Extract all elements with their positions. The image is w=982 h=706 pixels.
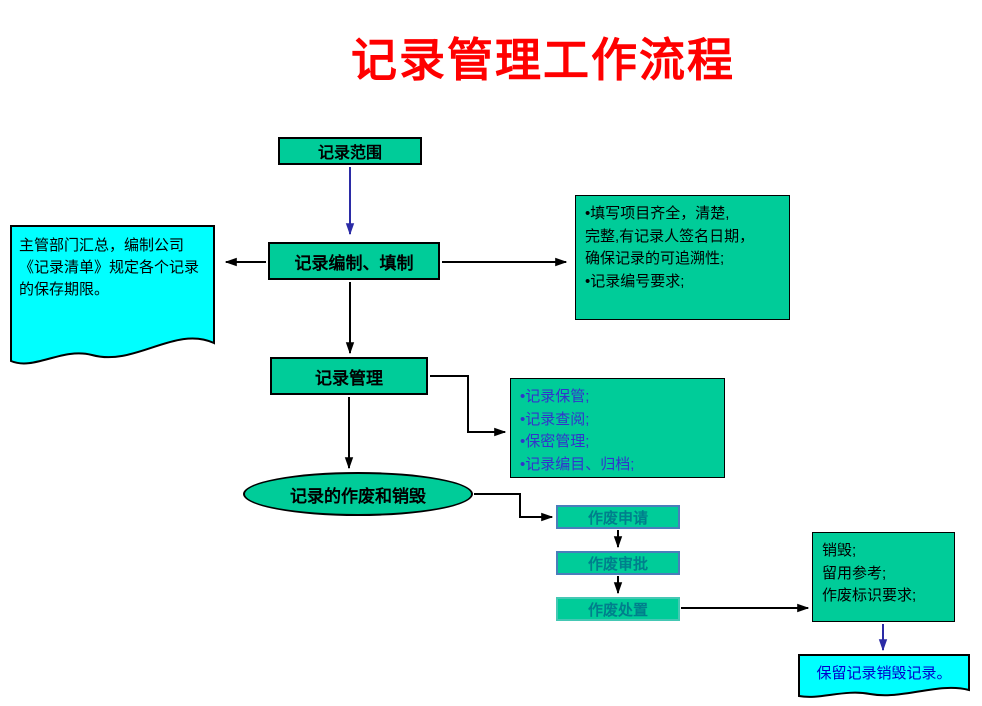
document-shape	[10, 225, 215, 365]
note-manage-items: •记录保管; •记录查阅; •保密管理; •记录编目、归档;	[510, 378, 725, 478]
document-summary-note: 主管部门汇总，编制公司《记录清单》规定各个记录的保存期限。	[10, 225, 215, 377]
arrow-destroy-to-apply	[474, 493, 554, 522]
node-record-scope: 记录范围	[278, 137, 422, 165]
node-record-compile: 记录编制、填制	[268, 242, 440, 280]
node-invalid-apply: 作废申请	[556, 505, 680, 529]
note-destroy-requirements: 销毁; 留用参考; 作废标识要求;	[812, 532, 955, 622]
node-record-destroy-ellipse: 记录的作废和销毁	[243, 472, 473, 516]
document-keep-text: 保留记录销毁记录。	[816, 665, 952, 682]
document-summary-text: 主管部门汇总，编制公司《记录清单》规定各个记录的保存期限。	[19, 237, 200, 298]
node-record-manage: 记录管理	[270, 357, 428, 395]
document-shape	[798, 654, 970, 698]
arrow-manage-to-items	[430, 375, 507, 437]
node-invalid-approve: 作废审批	[556, 551, 680, 575]
note-fill-requirements: •填写项目齐全，清楚, 完整,有记录人签名日期， 确保记录的可追溯性; •记录编…	[575, 195, 790, 320]
document-keep-record: 保留记录销毁记录。	[798, 654, 970, 706]
node-invalid-dispose: 作废处置	[556, 597, 680, 621]
page-title: 记录管理工作流程	[351, 34, 735, 86]
